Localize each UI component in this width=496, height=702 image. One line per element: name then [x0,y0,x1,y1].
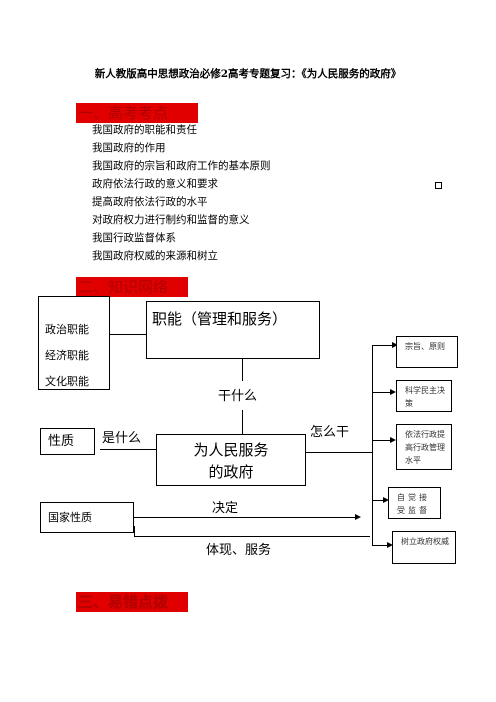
function-item: 经济职能 [45,349,89,362]
arrow-right-icon [387,542,393,548]
arrow-right-icon [383,497,389,503]
main-function-label: 职能（管理和服务） [152,310,288,328]
connector-line [110,334,146,335]
right-box-decision: 科学民主决策 [396,380,452,412]
function-item: 政治职能 [45,323,89,336]
nature-label: 性质 [48,434,75,449]
section-heading-exam-points: 一、高考考点 [76,103,198,123]
main-function-box: 职能（管理和服务） [146,301,320,359]
connector-line [306,452,372,453]
list-item: 对政府权力进行制约和监督的意义 [92,214,250,226]
what-is-label: 是什么 [102,431,142,446]
list-item: 我国政府权威的来源和树立 [92,250,218,262]
connector-line [372,500,384,501]
arrow-right-icon [355,514,361,520]
arrow-right-icon [392,342,398,348]
connector-line [134,517,356,518]
center-government-box: 为人民服务 的政府 [156,434,306,486]
connector-line [100,449,156,450]
center-label-line2: 的政府 [208,463,254,481]
list-item: 提高政府依法行政的水平 [92,196,208,208]
list-item: 我国政府的宗旨和政府工作的基本原则 [92,160,271,172]
what-do-label: 干什么 [218,389,258,404]
list-item: 我国政府的职能和责任 [92,124,197,136]
list-item: 政府依法行政的意义和要求 [92,178,218,190]
connector-line [242,410,243,434]
connector-line [372,440,392,441]
connector-line [134,526,135,536]
arrow-right-icon [390,437,396,443]
decides-label: 决定 [212,501,239,516]
connector-line [372,345,394,346]
list-item: 我国政府的作用 [92,142,166,154]
exam-points-list: 我国政府的职能和责任 我国政府的作用 我国政府的宗旨和政府工作的基本原则 政府依… [92,121,271,265]
document-title: 新人教版高中思想政治必修2高考专题复习：《为人民服务的政府》 [94,68,402,80]
arrow-right-icon [390,389,396,395]
how-do-label: 怎么干 [310,425,350,440]
right-box-supervision: 自觉接受监督 [388,487,441,519]
right-box-law: 依法行政提高行政管理水平 [396,424,452,470]
right-box-authority: 树立政府权威 [392,531,456,564]
connector-line [372,392,392,393]
connector-line [242,359,243,381]
connector-line [134,536,370,537]
functions-list-box: 政治职能 经济职能 文化职能 [38,296,110,390]
state-nature-label: 国家性质 [48,511,92,524]
section-heading-knowledge-network: 二、知识网络 [76,277,188,297]
section-heading-error-points: 三、易错点拨 [76,592,188,612]
connector-line [372,545,388,546]
center-label-line1: 为人民服务 [193,441,269,459]
state-nature-box: 国家性质 [40,502,134,533]
function-item: 文化职能 [45,375,89,388]
right-box-purpose: 宗旨、原则 [396,336,458,368]
connector-line [372,345,373,545]
embodies-label: 体现、服务 [206,543,272,558]
list-item: 我国行政监督体系 [92,232,176,244]
anchor-marker-icon [435,182,442,189]
nature-box: 性质 [40,428,95,455]
